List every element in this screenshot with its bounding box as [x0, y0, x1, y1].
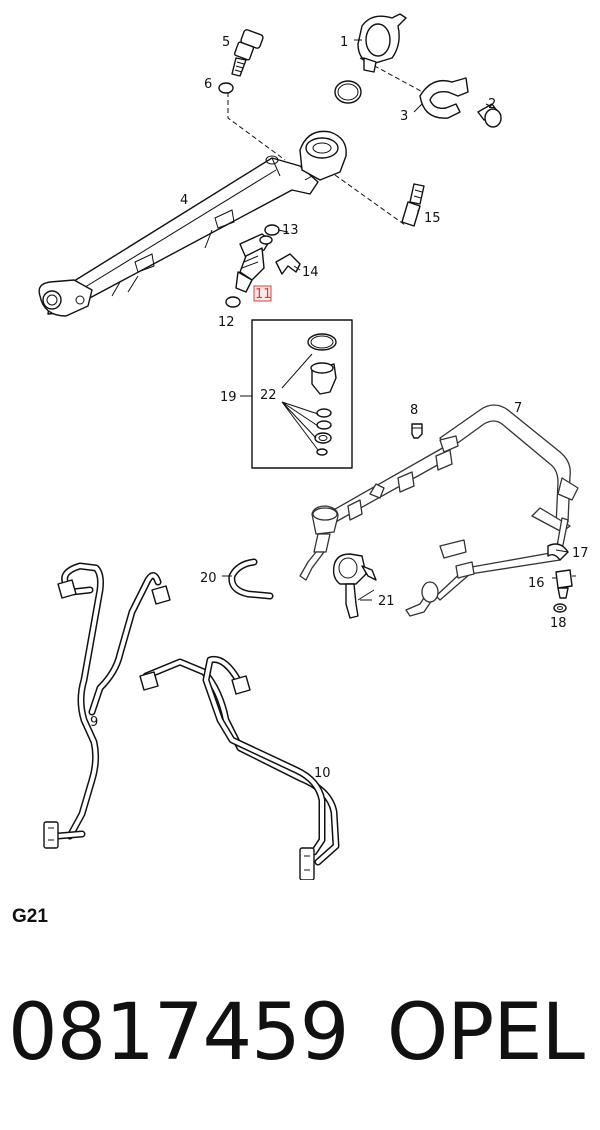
part-20-hose[interactable]	[228, 558, 274, 600]
part-19-repair-kit[interactable]	[240, 319, 353, 469]
part-7-fuel-line-assembly[interactable]	[299, 404, 579, 617]
callout-3: 3	[400, 109, 408, 124]
callout-14: 14	[302, 265, 319, 280]
callout-12: 12	[218, 315, 235, 330]
callout-13: 13	[282, 223, 299, 238]
part-10-injection-pipes[interactable]	[139, 655, 340, 880]
part-number: 0817459	[8, 988, 349, 1078]
part-14-clip[interactable]	[275, 253, 301, 275]
brand-name: OPEL	[386, 988, 585, 1078]
callout-22: 22	[260, 388, 277, 403]
callout-20: 20	[200, 571, 217, 586]
parts-diagram: 1 2 3 4 5 6 7 8 9 10 11 12 13 14 15 16 1…	[38, 13, 589, 880]
part-21-regulator[interactable]	[332, 553, 377, 619]
part-17-clip[interactable]	[547, 543, 569, 561]
callout-5: 5	[222, 35, 230, 50]
callout-2: 2	[488, 97, 496, 112]
callout-11-highlight	[253, 285, 272, 302]
part-18-washer[interactable]	[553, 603, 567, 613]
guide-line-1	[359, 57, 431, 97]
callout-10: 10	[314, 766, 331, 781]
part-8-plug[interactable]	[411, 423, 423, 439]
part-13-o-ring[interactable]	[264, 224, 280, 236]
part-4-fuel-rail[interactable]	[38, 130, 347, 317]
callout-4: 4	[180, 193, 188, 208]
guide-line-5	[227, 92, 286, 161]
part-9-injection-pipes[interactable]	[43, 562, 171, 849]
sheet-code: G21	[12, 906, 48, 927]
callout-11: 11	[255, 287, 272, 302]
callout-16: 16	[528, 576, 545, 591]
part-11-injector[interactable]	[235, 233, 273, 293]
part-5-fitting[interactable]	[231, 29, 264, 77]
part-16-valve[interactable]	[552, 569, 576, 599]
part-15-fitting[interactable]	[401, 183, 425, 227]
callout-8: 8	[410, 403, 418, 418]
callout-21: 21	[378, 594, 395, 609]
part-2-bolt[interactable]	[477, 103, 502, 128]
callout-19: 19	[220, 390, 237, 405]
callout-1: 1	[340, 35, 348, 50]
callout-15: 15	[424, 211, 441, 226]
part-3-clip[interactable]	[419, 77, 469, 119]
part-12-o-ring[interactable]	[225, 296, 241, 308]
callout-9: 9	[90, 715, 98, 730]
callout-7: 7	[514, 401, 522, 416]
callout-17: 17	[572, 546, 589, 561]
part-6-o-ring[interactable]	[218, 82, 234, 94]
callout-6: 6	[204, 77, 212, 92]
callout-18: 18	[550, 616, 567, 631]
part-1-pressure-regulator[interactable]	[357, 13, 407, 73]
